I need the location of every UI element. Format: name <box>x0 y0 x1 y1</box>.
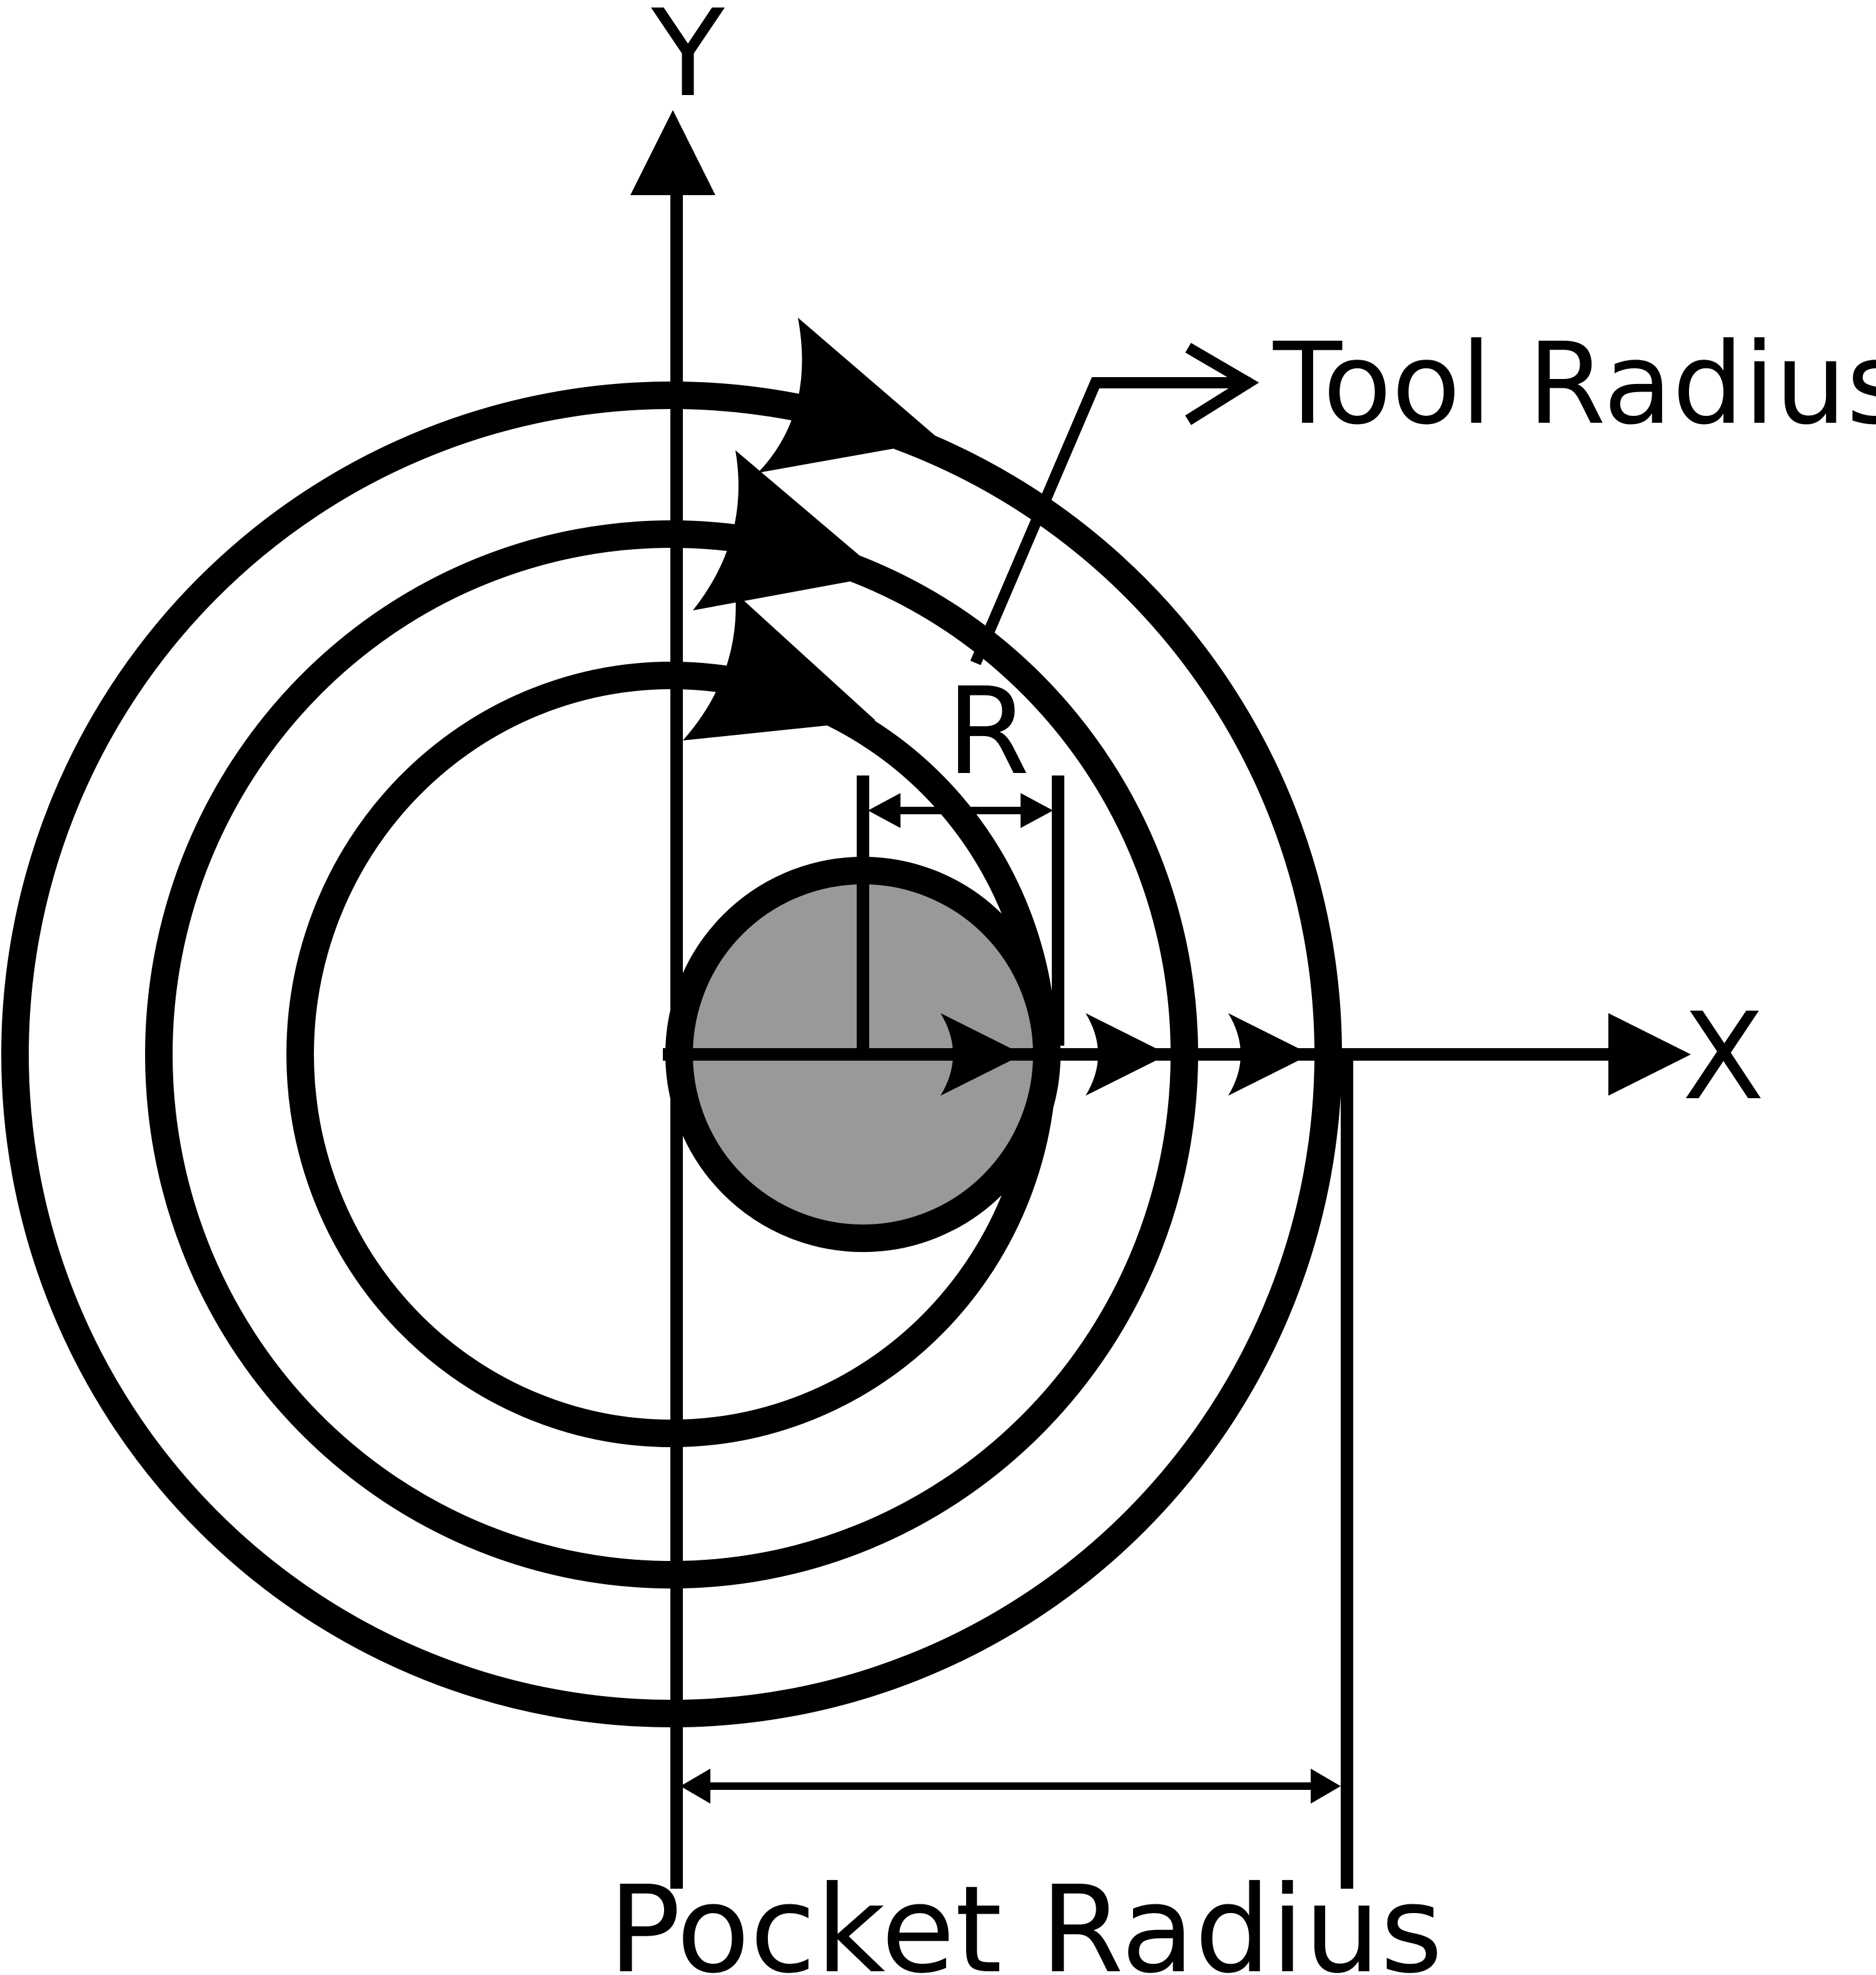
pocket-radius-right-arrowhead <box>1311 1769 1341 1804</box>
inner-ring-direction-arrow <box>683 593 875 740</box>
x-axis-arrowhead <box>1608 1013 1691 1096</box>
r-dimension-left-arrowhead <box>868 793 900 828</box>
tool-radius-leader-arrowhead <box>1185 343 1259 425</box>
x-path-arrow-3 <box>1228 1013 1311 1096</box>
y-axis-label: Y <box>650 0 725 124</box>
outer-ring-direction-arrow <box>758 318 941 473</box>
x-axis-label: X <box>1682 988 1765 1127</box>
x-path-arrow-1 <box>941 1013 1023 1096</box>
pocket-radius-left-arrowhead <box>680 1769 710 1804</box>
pocket-radius-label: Pocket Radius <box>608 1861 1443 1975</box>
y-axis-arrowhead <box>630 110 715 195</box>
x-path-arrow-2 <box>1086 1013 1168 1096</box>
r-dimension-right-arrowhead <box>1021 793 1053 828</box>
r-symbol-label: R <box>946 662 1029 802</box>
tool-radius-label: Tool Radius <box>1273 319 1876 450</box>
tool-radius-leader <box>970 377 1251 665</box>
middle-ring-direction-arrow <box>693 450 883 610</box>
